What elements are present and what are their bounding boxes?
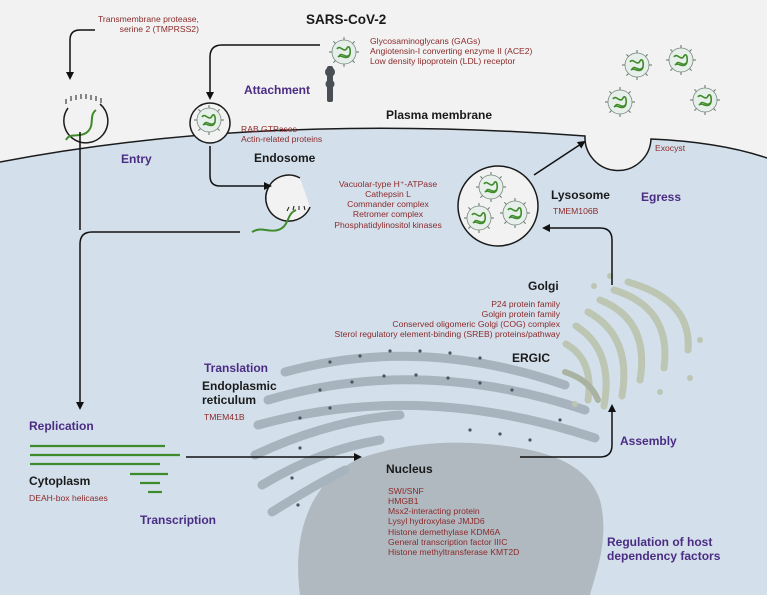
entry-vesicle xyxy=(63,94,109,144)
factor: Conserved oligomeric Golgi (COG) complex xyxy=(392,319,560,330)
factor: P24 protein family xyxy=(491,299,560,309)
exocytic-vesicle xyxy=(604,44,721,118)
factor: HMGB1 xyxy=(388,496,419,507)
stage-regulation: Regulation of host dependency factors xyxy=(607,535,720,563)
golgi-apparatus xyxy=(562,278,692,410)
label-er: Endoplasmic reticulum xyxy=(202,379,277,407)
arrow-er-assembly xyxy=(520,404,616,458)
label-nucleus: Nucleus xyxy=(386,462,433,476)
stage-transcription: Transcription xyxy=(140,513,217,527)
lysosome-compartment xyxy=(457,165,539,247)
factors-golgi: P24 protein family Golgin protein family… xyxy=(286,299,560,340)
arrow-vesicle-endosome xyxy=(209,146,272,190)
factor: Histone methyltransferase KMT2D xyxy=(388,546,520,557)
factors-endosome: Vacuolar-type H⁺-ATPase Cathepsin L Comm… xyxy=(318,179,458,230)
regulation-line: Regulation of host xyxy=(607,535,713,549)
factor: Msx2-interacting protein xyxy=(388,506,480,517)
arrow-tmprss2-entry xyxy=(66,29,95,80)
factor: Golgin protein family xyxy=(481,309,560,320)
factors-endosome-entry: RAB GTPases Actin-related proteins xyxy=(241,124,322,144)
nucleus-shape xyxy=(298,442,604,595)
stage-assembly: Assembly xyxy=(620,434,677,448)
factor: Actin-related proteins xyxy=(241,134,323,145)
label-ergic: ERGIC xyxy=(512,351,551,365)
factor: Cathepsin L xyxy=(365,189,411,200)
title: SARS-CoV-2 xyxy=(306,12,387,27)
stage-entry: Entry xyxy=(121,152,152,166)
factor: RAB GTPases xyxy=(241,124,297,134)
attachment-factors: Glycosaminoglycans (GAGs) Angiotensin-I … xyxy=(370,36,532,66)
endocytic-vesicle xyxy=(189,102,231,144)
rna-strands xyxy=(30,444,180,494)
arrow-lysosome-exocyst xyxy=(533,140,586,176)
factor: Commander complex xyxy=(347,199,429,210)
factor: Lysyl hydroxylase JMJD6 xyxy=(388,516,485,527)
endosome-compartment xyxy=(251,174,311,233)
arrow-golgi-lysosome xyxy=(542,224,613,285)
label-lysosome: Lysosome xyxy=(551,188,610,202)
tmprss2-label: Transmembrane protease, serine 2 (TMPRSS… xyxy=(98,14,199,34)
ergic-shape xyxy=(562,369,601,403)
arrow-endosome-replication xyxy=(76,231,240,410)
factors-nucleus: SWI/SNF HMGB1 Msx2-interacting protein L… xyxy=(388,486,519,557)
label-cytoplasm: Cytoplasm xyxy=(29,474,91,488)
factor: Vacuolar-type H⁺-ATPase xyxy=(338,179,438,189)
label-endosome: Endosome xyxy=(254,151,316,165)
ace2-receptor xyxy=(325,66,335,102)
factor: Sterol regulatory element-binding (SREB)… xyxy=(334,329,560,340)
factor: Retromer complex xyxy=(352,209,424,220)
factor-lysosome: TMEM106B xyxy=(553,206,599,216)
factor: Histone demethylase KDM6A xyxy=(388,526,501,537)
regulation-line: dependency factors xyxy=(607,549,721,564)
stage-egress: Egress xyxy=(641,190,682,204)
label-golgi: Golgi xyxy=(528,279,559,293)
attachment-factor: Glycosaminoglycans (GAGs) xyxy=(370,36,481,46)
factor: General transcription factor IIIC xyxy=(388,536,508,547)
er-line: Endoplasmic xyxy=(202,379,277,393)
attachment-factor: Angiotensin-I converting enzyme II (ACE2… xyxy=(370,46,533,57)
tmprss2-line: Transmembrane protease, xyxy=(98,14,199,24)
factor-cytoplasm: DEAH-box helicases xyxy=(29,493,108,503)
factor: SWI/SNF xyxy=(388,486,424,496)
factor: Phosphatidylinositol kinases xyxy=(334,219,442,230)
arrow-ace2-endocytosis xyxy=(206,44,320,100)
ribosomes xyxy=(290,349,562,507)
label-plasma-membrane: Plasma membrane xyxy=(386,108,493,122)
stage-attachment: Attachment xyxy=(244,83,311,97)
stage-translation: Translation xyxy=(204,361,269,375)
er-line: reticulum xyxy=(202,393,257,408)
attachment-factor: Low density lipoprotein (LDL) receptor xyxy=(370,56,516,67)
tmprss2-line: serine 2 (TMPRSS2) xyxy=(119,24,199,35)
factor-er: TMEM41B xyxy=(204,412,245,422)
stage-replication: Replication xyxy=(29,419,94,433)
factor-exocyst: Exocyst xyxy=(655,143,686,153)
